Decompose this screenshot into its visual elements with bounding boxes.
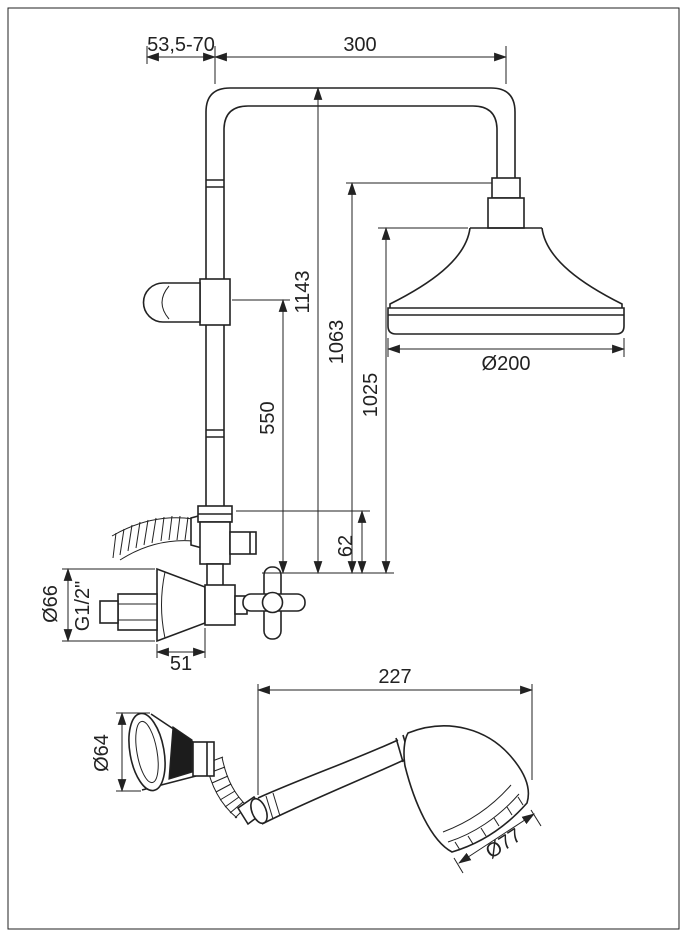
overhead-shower-figure: 53,5-70 300 Ø200 1143 1063 1025 550 62 — [40, 34, 626, 675]
valve-flange-cone — [156, 567, 206, 643]
thread-size-label: G1/2" — [72, 581, 94, 631]
hand-shower-holder — [128, 712, 215, 792]
valve-hex-nut — [117, 593, 158, 631]
tee-neck — [206, 563, 224, 587]
holder-dark-ring — [168, 725, 193, 780]
head-connector — [487, 197, 525, 229]
arm-union — [491, 177, 521, 199]
dim-flange-diameter-label: Ø66 — [40, 585, 62, 623]
upper-flexible-hose — [111, 513, 203, 561]
valve-thread-stub — [99, 600, 119, 624]
tee-body — [199, 521, 231, 565]
cross-handle-hub — [261, 591, 284, 614]
dim-height-head-label: 1025 — [360, 373, 382, 418]
dim-arm-length-label: 300 — [343, 34, 376, 56]
head-rim — [387, 307, 625, 335]
riser-pipe-inner-line — [223, 105, 498, 512]
cross-handle — [242, 566, 306, 640]
tee-outlet — [229, 531, 257, 555]
dim-valve-depth-label: 51 — [170, 653, 192, 675]
overhead-dimensions: 53,5-70 300 Ø200 1143 1063 1025 550 62 — [40, 34, 626, 675]
drawing-border — [7, 7, 680, 930]
holder-neck — [192, 741, 215, 777]
diverter-tee — [197, 505, 257, 587]
rain-shower-head — [387, 177, 625, 335]
dim-holder-diameter-label: Ø64 — [91, 734, 113, 772]
hand-shower-figure: 227 Ø64 Ø77 — [91, 666, 542, 874]
wall-bracket — [142, 278, 231, 326]
bracket-arm — [142, 282, 201, 323]
dim-handshower-length-label: 227 — [378, 666, 411, 688]
valve-body — [204, 584, 236, 626]
dim-bracket-height-label: 550 — [257, 401, 279, 434]
bracket-clamp — [199, 278, 231, 326]
holder-rim — [128, 712, 166, 792]
riser-pipe — [205, 87, 516, 512]
hand-shower-handle — [236, 739, 405, 826]
dim-head-diameter-label: Ø200 — [482, 353, 531, 375]
dim-total-height-label: 1143 — [292, 270, 314, 313]
dim-height-union-label: 1063 — [326, 320, 348, 365]
angle-valve — [99, 567, 248, 643]
riser-pipe-outer-line — [205, 87, 516, 512]
dim-diverter-offset-label: 62 — [335, 535, 357, 557]
dim-wall-offset-label: 53,5-70 — [147, 34, 215, 56]
